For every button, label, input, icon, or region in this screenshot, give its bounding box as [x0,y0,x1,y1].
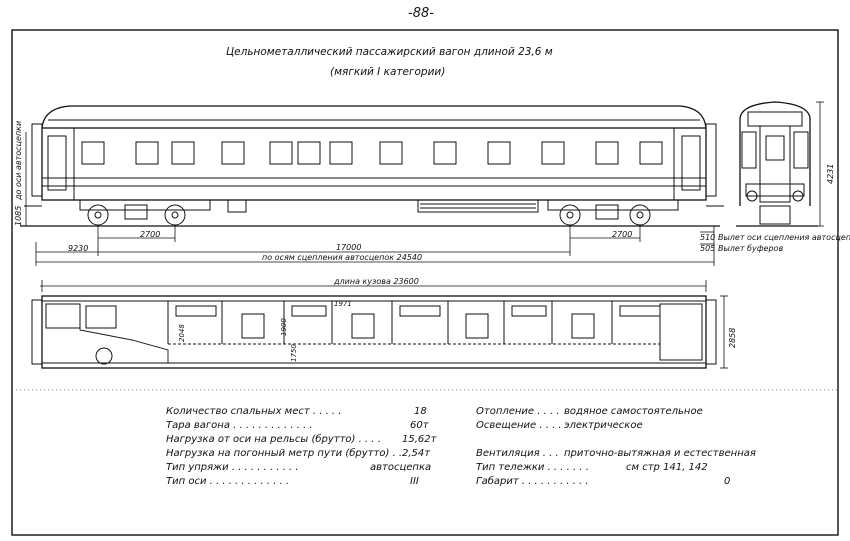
spec-label: Габарит . . . . . . . . . . . [476,476,589,487]
compartment-dim-3: 2048 [178,324,186,342]
spec-label: Тара вагона . . . . . . . . . . . . . [166,420,313,431]
compartment-dim-4: 1750 [290,344,298,362]
coupler-overhang-label: Вылет оси сцепления автосцеп [718,233,850,242]
spec-label: Тип тележки . . . . . . . [476,462,589,473]
page-number: -88- [408,6,434,21]
drawing-subtitle: (мягкий I категории) [330,66,446,78]
dim-bogie-base-left: 2700 [140,230,161,239]
compartments [167,301,661,344]
spec-value: электрическое [564,420,643,431]
compartment-dim-2: 1900 [280,318,288,336]
bogie-right [547,199,679,226]
spec-label: Тип упряжи . . . . . . . . . . . [166,462,299,473]
spec-value: водяное самостоятельное [564,406,703,417]
spec-value: 0 [724,476,731,487]
side-windows [81,141,663,165]
compartment-dim-1: 1971 [334,300,352,308]
dim-coupler-offset: 9230 [68,244,89,253]
left-height-label: до оси автосцепки [14,120,23,200]
spec-label: Освещение . . . . [476,420,562,431]
dim-coupler-axes-length: по осям сцепления автосцепок 24540 [262,253,423,262]
spec-label: Нагрузка от оси на рельсы (брутто) . . .… [166,434,381,445]
plan-width-value: 2858 [728,327,737,348]
spec-label: Отопление . . . . [476,406,560,417]
spec-value: III [410,476,419,487]
side-dimensions [25,132,715,292]
spec-value: 18 [414,406,427,417]
spec-label: Вентиляция . . . [476,448,559,459]
sheet-frame [11,29,839,536]
dim-body-length: длина кузова 23600 [334,277,419,286]
spec-label: Нагрузка на погонный метр пути (брутто) … [166,448,403,459]
side-elevation [20,105,724,227]
spec-label: Тип оси . . . . . . . . . . . . . [166,476,290,487]
dim-buffer-overhang-value: 505 [700,244,716,253]
dim-coupler-overhang-value: 510 [700,233,716,242]
spec-value: 2,54т [402,448,431,459]
end-height-value: 4231 [826,163,835,184]
spec-value: 60т [410,420,429,431]
spec-label: Количество спальных мест . . . . . [166,406,342,417]
plan-view [31,295,728,369]
dim-bogie-centers: 17000 [336,243,362,252]
end-view [736,101,824,227]
spec-value: 15,62т [402,434,437,445]
dim-bogie-base-right: 2700 [612,230,633,239]
left-height-value: 1085 [14,205,23,226]
spec-value: см стр 141, 142 [626,462,708,473]
spec-value: автосцепка [370,462,432,473]
bogie-left [79,199,211,226]
spec-value: приточно-вытяжная и естественная [564,448,756,459]
drawing-title: Цельнометаллический пассажирский вагон д… [226,46,553,58]
buffer-overhang-label: Вылет буферов [718,244,784,253]
